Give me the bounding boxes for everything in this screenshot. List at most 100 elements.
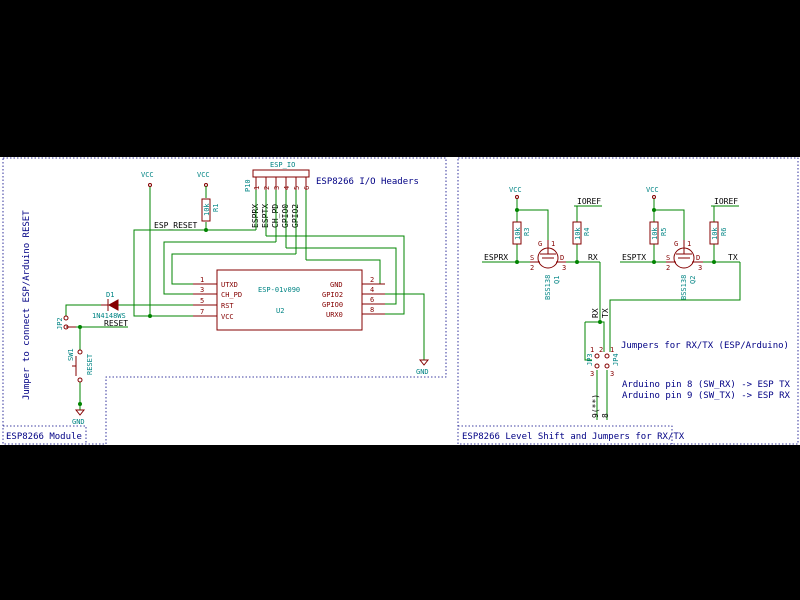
left-section-box: ESP8266 Module (2, 157, 447, 445)
resistor-r4[interactable]: 10k R4 (572, 221, 591, 245)
right-section-title: ESP8266 Level Shift and Jumpers for RX/T… (462, 432, 685, 442)
ioref-label-1: IOREF (577, 197, 601, 206)
r3-ref: R3 (523, 228, 531, 236)
jumper-jp4[interactable]: JP4 1 3 (604, 346, 620, 378)
note-jumper-reset: Jumper to connect ESP/Arduino RESET (22, 210, 32, 400)
q1-pin-g: G (538, 240, 542, 248)
module-pin-vcc: VCC (221, 313, 234, 321)
ioref-symbol-1: IOREF (574, 197, 602, 207)
jp3-ref: JP3 (586, 353, 594, 366)
jp4-pin-1: 1 (610, 346, 614, 354)
r5-ref: R5 (660, 228, 668, 236)
r5-value: 10k (651, 227, 659, 240)
q1-ref: Q1 (553, 276, 561, 284)
r6-ref: R6 (720, 228, 728, 236)
q2-pin-1: 1 (687, 240, 691, 248)
header-pin-6: 6 (303, 186, 311, 190)
module-pin-7: 7 (200, 308, 204, 316)
q2-value: BSS138 (680, 275, 688, 300)
jp3-pin-2: 2 (599, 346, 603, 354)
q2-pin-g: G (674, 240, 678, 248)
resistor-r6[interactable]: 10k R6 (709, 221, 728, 245)
module-pin-6: 6 (370, 296, 374, 304)
left-section-title: ESP8266 Module (6, 432, 82, 442)
left-wiring: ESP_RESET RESET (65, 186, 425, 406)
q2-pin-s: S (666, 254, 670, 262)
header-pin-3: 3 (273, 186, 281, 190)
d1-value: 1N4148WS (92, 312, 126, 320)
sw1-ref: SW1 (67, 348, 75, 361)
header-name: ESP_IO (270, 161, 295, 169)
gnd-label-2: GND (416, 368, 429, 376)
header-title: ESP8266 I/O Headers (316, 177, 419, 187)
net-tx-side: TX (601, 308, 610, 318)
module-pin-5: 5 (200, 297, 204, 305)
q2-ref: Q2 (689, 276, 697, 284)
r4-ref: R4 (583, 228, 591, 236)
module-pin-gpio2: GPIO2 (322, 291, 343, 299)
jumper-jp2[interactable]: JP2 (56, 315, 76, 330)
module-pin-rst: RST (221, 302, 234, 310)
gnd-label-1: GND (72, 418, 85, 426)
paper (0, 157, 800, 445)
right-wiring (482, 198, 741, 420)
pin-9-label: 9(**) (591, 394, 600, 418)
net-rx-side: RX (591, 308, 600, 318)
r4-value: 10k (574, 227, 582, 240)
jp3-pin-1: 1 (590, 346, 594, 354)
resistor-r5[interactable]: 10k R5 (649, 221, 668, 245)
module-pin-gpio0: GPIO0 (322, 301, 343, 309)
q1-pin-d: D (560, 254, 564, 262)
header-pin-5: 5 (293, 186, 301, 190)
gnd-symbol-1: GND (72, 404, 86, 426)
q2-pin-3: 3 (698, 264, 702, 272)
esp-module-u2[interactable]: ESP-01v090 U2 1 3 5 7 UTXD CH_PD RST VCC… (193, 269, 385, 331)
module-pin-urx0: URX0 (326, 311, 343, 319)
net-tx-top: TX (728, 253, 738, 262)
r6-value: 10k (711, 227, 719, 240)
note-arduino-9: Arduino pin 9 (SW_TX) -> ESP RX (622, 391, 791, 401)
mosfet-q1[interactable]: G 1 S 2 D 3 BSS138 Q1 (530, 240, 566, 300)
module-pin-gnd: GND (330, 281, 343, 289)
net-reset: RESET (104, 319, 128, 328)
vcc-label-2: VCC (197, 171, 210, 179)
r3-value: 10k (514, 227, 522, 240)
q1-pin-3: 3 (562, 264, 566, 272)
net-esp-reset: ESP_RESET (154, 221, 198, 230)
q2-pin-2: 2 (666, 264, 670, 272)
gnd-symbol-2: GND (416, 359, 430, 376)
module-pin-2: 2 (370, 276, 374, 284)
vcc-symbol-3: VCC (509, 186, 522, 199)
module-pin-1: 1 (200, 276, 204, 284)
d1-ref: D1 (106, 291, 114, 299)
right-section-box: ESP8266 Level Shift and Jumpers for RX/T… (457, 157, 799, 445)
jp2-ref: JP2 (56, 317, 64, 330)
r1-ref: R1 (212, 204, 220, 212)
module-value: ESP-01v090 (258, 286, 300, 294)
ioref-label-2: IOREF (714, 197, 738, 206)
note-jumpers-rxtx: Jumpers for RX/TX (ESP/Arduino) (621, 341, 789, 351)
header-pin-2: 2 (263, 186, 271, 190)
ioref-symbol-2: IOREF (711, 197, 739, 207)
vcc-symbol-4: VCC (646, 186, 659, 199)
mosfet-q2[interactable]: G 1 S 2 D 3 BSS138 Q2 (666, 240, 703, 300)
pin-8-label: 8 (601, 413, 610, 418)
switch-sw1[interactable]: SW1 RESET (67, 348, 94, 383)
module-pin-utxd: UTXD (221, 281, 238, 289)
vcc-label-4: VCC (646, 186, 659, 194)
note-arduino-8: Arduino pin 8 (SW_RX) -> ESP TX (622, 380, 791, 390)
module-pin-4: 4 (370, 286, 374, 294)
q1-value: BSS138 (544, 275, 552, 300)
sw1-value: RESET (86, 353, 94, 375)
resistor-r3[interactable]: 10k R3 (512, 221, 531, 245)
resistor-r1[interactable]: 10k R1 (201, 198, 220, 222)
net-esprx: ESPRX (484, 253, 508, 262)
q1-pin-s: S (530, 254, 534, 262)
header-pin-4: 4 (283, 186, 291, 190)
module-pin-8: 8 (370, 306, 374, 314)
vcc-symbol-2: VCC (197, 171, 210, 198)
diode-d1[interactable]: D1 1N4148WS (92, 291, 126, 320)
jumper-jp3[interactable]: JP3 1 2 3 (586, 346, 603, 378)
jp4-ref: JP4 (612, 353, 620, 366)
